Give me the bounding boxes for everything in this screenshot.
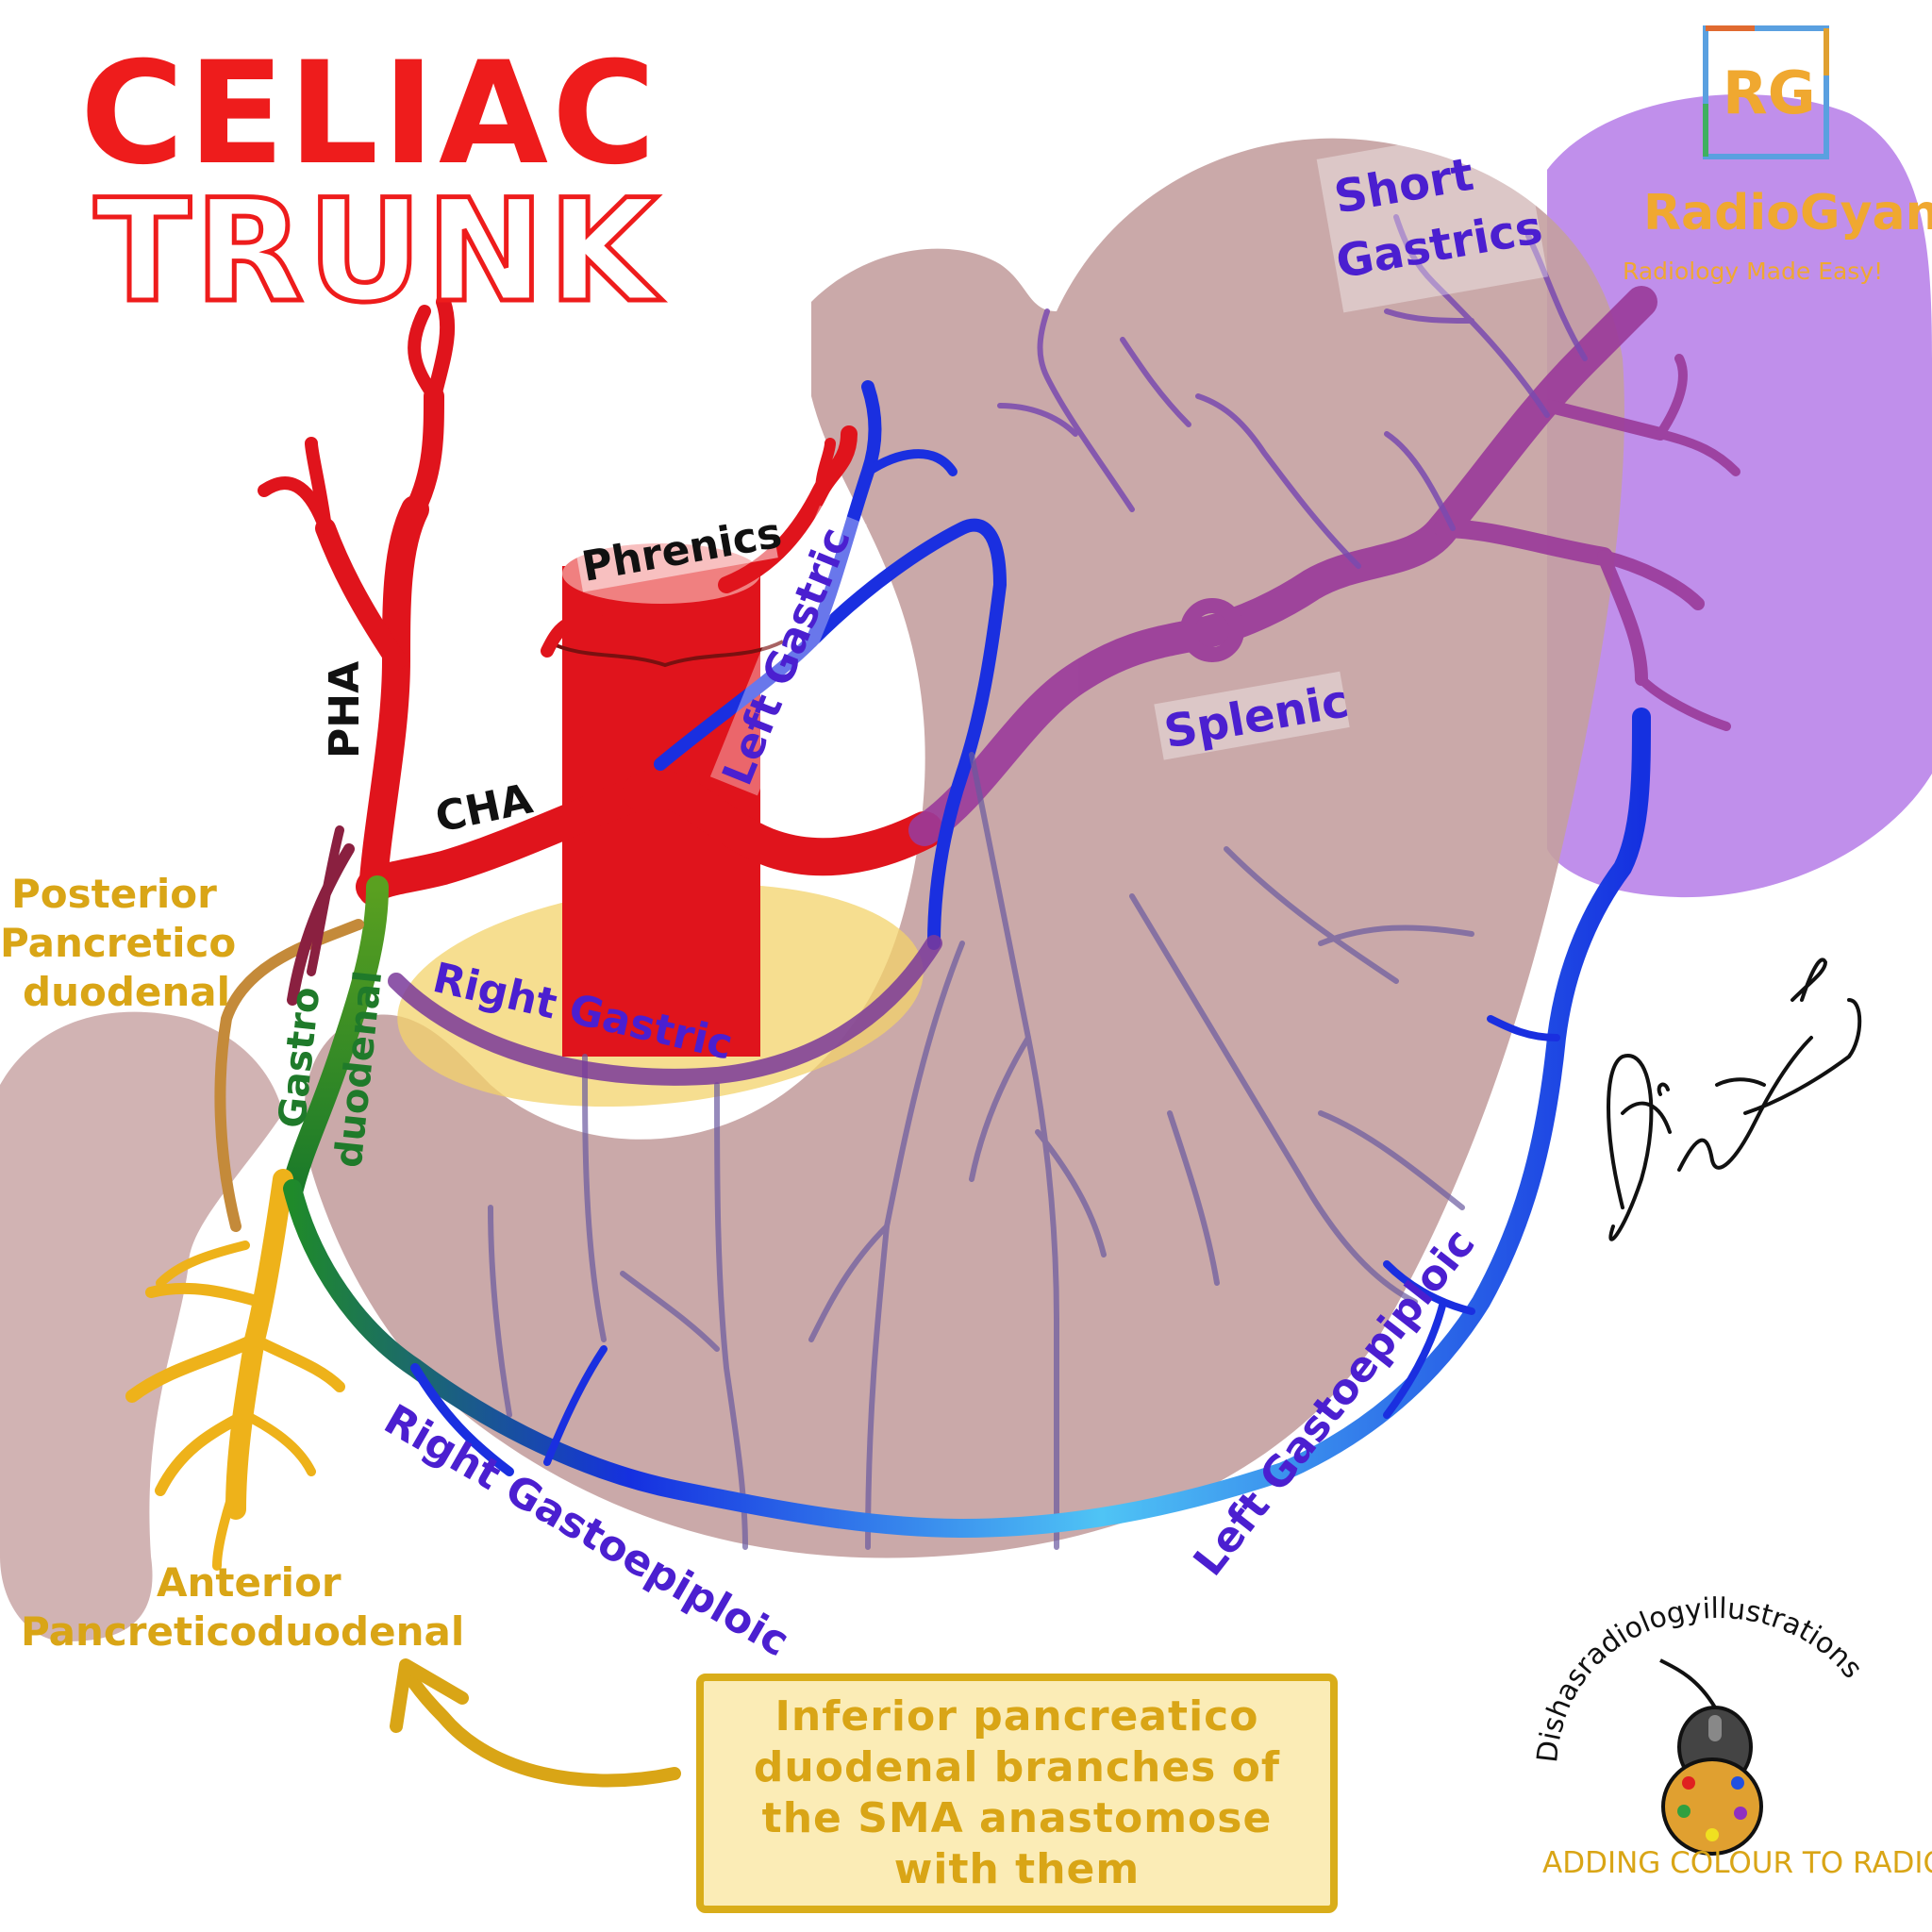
anterior-pancreaticoduodenal-label: Anterior Pancreticoduodenal <box>21 1559 464 1655</box>
signature-icon <box>1607 958 1862 1241</box>
credit-logo: Dishasradiologyillustrations ADDING COLO… <box>1531 1592 1932 1880</box>
posterior-label-line-3: duodenal <box>23 969 230 1015</box>
phrenic-vessel <box>718 425 858 593</box>
title-line-1: CELIAC <box>80 32 659 196</box>
arteries <box>214 294 943 1232</box>
gastroepiploic-vessel <box>283 708 1651 1538</box>
logo-frame <box>1703 25 1829 159</box>
brand-name: RadioGyan <box>1643 185 1932 242</box>
brand-tagline: Radiology Made Easy! <box>1623 258 1883 285</box>
anterior-label-line-1: Anterior <box>157 1559 341 1606</box>
short-gastric-vessels <box>997 214 1588 569</box>
anterior-label-line-2: Pancreticoduodenal <box>21 1608 464 1655</box>
curved-arrow-icon <box>390 1658 681 1788</box>
paint-palette-icon <box>1661 1757 1763 1856</box>
right-gastric-vessel <box>388 935 942 1086</box>
anastomosis-note-text: Inferior pancreatico duodenal branches o… <box>753 1692 1281 1893</box>
anterior-pancreaticoduodenal-vessels <box>125 1169 345 1571</box>
posterior-pancreaticoduodenal-label: Posterior Pancretico duodenal <box>0 871 236 1015</box>
anastomosis-note: Inferior pancreatico duodenal branches o… <box>696 1674 1338 1913</box>
credit-tagline: ADDING COLOUR TO RADIOLOGY <box>1542 1846 1932 1880</box>
posterior-label-line-1: Posterior <box>11 871 217 917</box>
radiogyan-logo: RG RadioGyan Radiology Made Easy! <box>1623 25 1932 285</box>
pha-label-text: PHA <box>321 661 369 758</box>
title-line-2: TRUNK <box>94 170 662 334</box>
cha-vessel <box>356 775 658 904</box>
posterior-label-line-2: Pancretico <box>0 920 236 966</box>
left-gastric-vessel <box>654 380 1007 950</box>
pha-vessel <box>358 495 429 906</box>
duodenum-shape <box>0 1011 283 1641</box>
gda-vessel <box>281 875 389 1200</box>
logo-monogram: RG <box>1723 58 1816 127</box>
gastric-wall-vessels <box>488 752 1474 1550</box>
splenic-vessel <box>908 286 1740 846</box>
short-gastrics-label: Short Gastrics <box>1316 123 1548 313</box>
pha-label: PHA <box>321 661 369 758</box>
